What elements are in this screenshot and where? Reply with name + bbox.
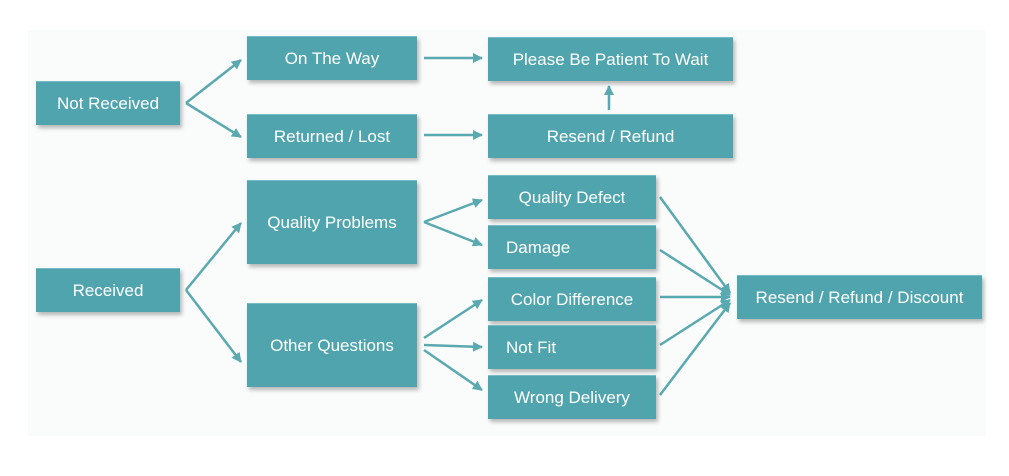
node-wrong-delivery: Wrong Delivery <box>488 375 656 419</box>
node-resend-refund: Resend / Refund <box>488 114 733 158</box>
arrow-damage-to-outcome <box>659 248 731 297</box>
arrow-received-to-quality-problems <box>185 222 242 291</box>
arrow-other-questions-to-wrong-delivery <box>423 348 483 392</box>
node-resend-refund-discount: Resend / Refund / Discount <box>737 275 982 319</box>
arrow-quality-problems-to-damage <box>423 220 483 247</box>
arrow-quality-defect-to-outcome <box>658 196 732 294</box>
node-quality-defect: Quality Defect <box>488 175 656 219</box>
node-received: Received <box>36 268 180 312</box>
arrow-received-to-other-questions <box>185 289 242 363</box>
node-not-received: Not Received <box>36 81 180 125</box>
arrow-other-questions-to-color-difference <box>423 298 483 340</box>
arrow-other-questions-to-not-fit <box>423 341 483 352</box>
arrow-not-received-to-on-the-way <box>185 59 242 104</box>
node-please-be-patient: Please Be Patient To Wait <box>488 37 733 81</box>
node-not-fit: Not Fit <box>488 325 656 369</box>
arrow-not-fit-to-outcome <box>659 298 731 347</box>
node-returned-lost: Returned / Lost <box>247 114 417 158</box>
node-damage: Damage <box>488 225 656 269</box>
arrow-quality-problems-to-quality-defect <box>423 198 483 224</box>
arrow-not-received-to-returned-lost <box>185 101 242 139</box>
node-other-questions: Other Questions <box>247 303 417 387</box>
node-on-the-way: On The Way <box>247 36 417 80</box>
node-color-difference: Color Difference <box>488 277 656 321</box>
node-quality-problems: Quality Problems <box>247 180 417 264</box>
arrow-wrong-delivery-to-outcome <box>659 302 731 396</box>
